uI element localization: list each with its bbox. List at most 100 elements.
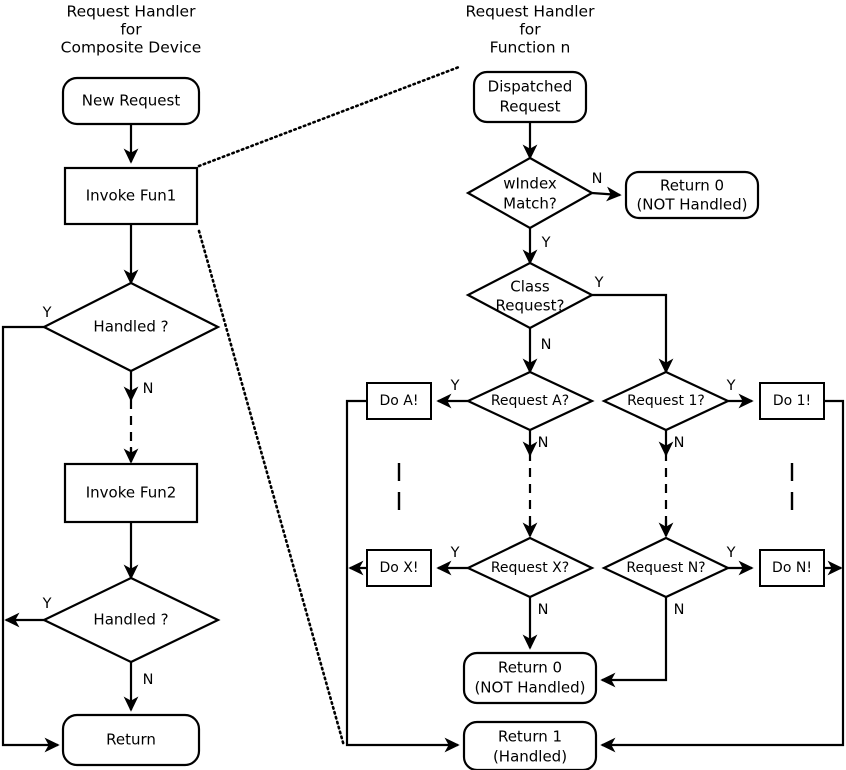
new-request-shape	[61, 76, 201, 126]
invoke-fun2-label: Invoke Fun2	[86, 484, 177, 502]
class-request-no-label: N	[541, 337, 552, 353]
node-invoke-fun1[interactable]: Invoke Fun1	[63, 166, 199, 226]
return1-line2: (Handled)	[493, 748, 567, 766]
title-left: Request Handler for Composite Device	[61, 3, 202, 57]
return1-shape	[462, 720, 598, 770]
request-a-yes-label: Y	[450, 378, 460, 394]
edge-classrequest-yes-to-request1	[592, 293, 674, 374]
return-label: Return	[106, 731, 156, 749]
windex-yes-label: Y	[541, 235, 551, 251]
do-a-label: Do A!	[380, 393, 419, 409]
node-do-x[interactable]: Do X!	[366, 549, 432, 587]
title-left-line1: Request Handler	[67, 3, 197, 21]
windex-match-line2: Match?	[503, 195, 557, 213]
return0-bottom-line1: Return 0	[498, 659, 562, 677]
title-left-line2: for	[120, 21, 142, 39]
node-new-request[interactable]: New Request	[61, 76, 201, 126]
return0-top-shape	[624, 170, 760, 220]
request-n-no-label: N	[674, 602, 685, 618]
request-x-label: Request X?	[491, 560, 569, 576]
invoke-fun1-label: Invoke Fun1	[86, 187, 177, 205]
handled-1-yes-label: Y	[42, 305, 52, 321]
request-x-no-label: N	[538, 602, 549, 618]
request-x-yes-label: Y	[450, 545, 460, 561]
request-1-no-label: N	[674, 435, 685, 451]
title-right-line3: Function n	[490, 39, 571, 57]
node-return1[interactable]: Return 1 (Handled)	[462, 720, 598, 770]
return1-line1: Return 1	[498, 728, 562, 746]
windex-match-shape	[465, 156, 595, 230]
title-right-line2: for	[519, 21, 541, 39]
node-request-n[interactable]: Request N?	[601, 536, 731, 599]
node-return0-bottom[interactable]: Return 0 (NOT Handled)	[462, 651, 598, 705]
dispatched-request-line2: Request	[500, 98, 561, 116]
request-a-no-label: N	[538, 435, 549, 451]
handled-2-no-label: N	[143, 672, 154, 688]
edge-windex-no-to-return0top	[591, 186, 622, 202]
node-handled-1[interactable]: Handled ?	[41, 281, 221, 373]
node-return0-top[interactable]: Return 0 (NOT Handled)	[624, 170, 760, 220]
request-n-yes-label: Y	[726, 545, 736, 561]
class-request-line1: Class	[510, 278, 550, 296]
node-return[interactable]: Return	[61, 713, 201, 767]
edge-doa-to-leftbus	[345, 399, 367, 742]
expansion-connector-top	[197, 65, 461, 168]
request-n-label: Request N?	[626, 560, 705, 576]
edge-handled1-yes-to-return	[1, 325, 60, 753]
do-1-label: Do 1!	[773, 393, 811, 409]
right-flow-edges	[345, 122, 845, 753]
class-request-line2: Request?	[496, 297, 565, 315]
windex-match-line1: wIndex	[503, 175, 557, 193]
request-a-label: Request A?	[491, 393, 569, 409]
dispatched-request-shape	[472, 70, 588, 124]
invoke-fun1-shape	[63, 166, 199, 226]
edge-do1-to-rightbus	[824, 399, 845, 742]
node-request-a[interactable]: Request A?	[465, 370, 595, 432]
node-invoke-fun2[interactable]: Invoke Fun2	[63, 462, 199, 524]
return0-top-line2: (NOT Handled)	[636, 196, 747, 214]
do-n-label: Do N!	[772, 560, 812, 576]
node-do-a[interactable]: Do A!	[366, 382, 432, 420]
title-left-line3: Composite Device	[61, 39, 202, 57]
edge-leftbus-to-return1	[345, 737, 460, 753]
do-1-shape	[759, 382, 825, 420]
return-shape	[61, 713, 201, 767]
node-class-request[interactable]: Class Request?	[465, 261, 595, 330]
new-request-label: New Request	[82, 92, 181, 110]
handled-1-no-label: N	[143, 381, 154, 397]
edge-requestn-no-to-return0bottom	[600, 597, 668, 688]
return0-top-line1: Return 0	[660, 177, 724, 195]
class-request-shape	[465, 261, 595, 330]
dispatched-request-line1: Dispatched	[488, 78, 573, 96]
request-1-shape	[601, 370, 731, 432]
class-request-yes-label: Y	[594, 275, 604, 291]
node-dispatched-request[interactable]: Dispatched Request	[472, 70, 588, 124]
handled-2-label: Handled ?	[93, 611, 168, 629]
node-handled-2[interactable]: Handled ?	[41, 576, 221, 664]
windex-no-label: N	[592, 171, 603, 187]
node-windex-match[interactable]: wIndex Match?	[465, 156, 595, 230]
do-x-label: Do X!	[380, 560, 419, 576]
node-do-1[interactable]: Do 1!	[759, 382, 825, 420]
return0-bottom-line2: (NOT Handled)	[474, 679, 585, 697]
handled-1-label: Handled ?	[93, 318, 168, 336]
request-n-shape	[601, 536, 731, 599]
return0-bottom-shape	[462, 651, 598, 705]
handled-2-yes-label: Y	[42, 596, 52, 612]
handled-1-shape	[41, 281, 221, 373]
do-x-shape	[366, 549, 432, 587]
node-request-x[interactable]: Request X?	[465, 536, 595, 599]
handled-2-shape	[41, 576, 221, 664]
request-1-yes-label: Y	[726, 378, 736, 394]
request-1-label: Request 1?	[627, 393, 705, 409]
request-x-shape	[465, 536, 595, 599]
edge-rightbus-to-return1	[600, 737, 845, 753]
request-a-shape	[465, 370, 595, 432]
expansion-connector-bottom	[197, 229, 346, 748]
invoke-fun2-shape	[63, 462, 199, 524]
title-right: Request Handler for Function n	[466, 3, 596, 57]
node-request-1[interactable]: Request 1?	[601, 370, 731, 432]
node-do-n[interactable]: Do N!	[759, 549, 825, 587]
do-a-shape	[366, 382, 432, 420]
